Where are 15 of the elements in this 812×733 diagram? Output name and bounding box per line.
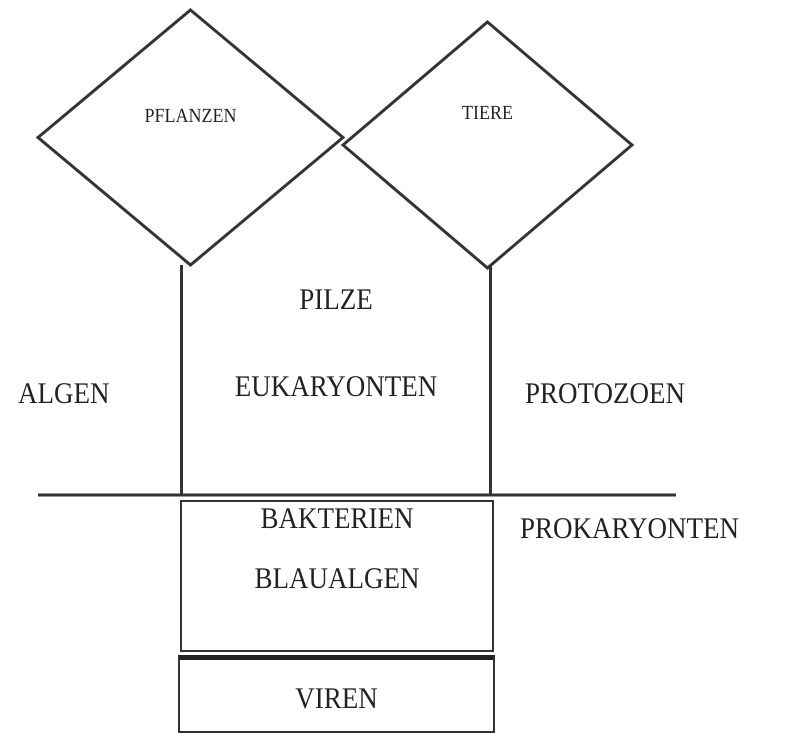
category-label: BAKTERIEN [260, 502, 414, 536]
category-label: TIERE [461, 102, 514, 125]
group-label: PROTOZOEN [525, 377, 686, 411]
category-box [178, 655, 495, 733]
category-label: PILZE [298, 283, 374, 317]
category-label: VIREN [294, 682, 379, 716]
group-label: PROKARYONTEN [520, 512, 740, 546]
diamond-shape [38, 10, 343, 265]
group-label: ALGEN [18, 377, 110, 411]
category-label: EUKARYONTEN [234, 370, 438, 404]
category-label: PFLANZEN [143, 105, 238, 128]
category-box [180, 500, 494, 652]
diamond-shape [343, 22, 632, 268]
category-box [180, 265, 492, 495]
category-label: BLAUALGEN [254, 562, 420, 596]
